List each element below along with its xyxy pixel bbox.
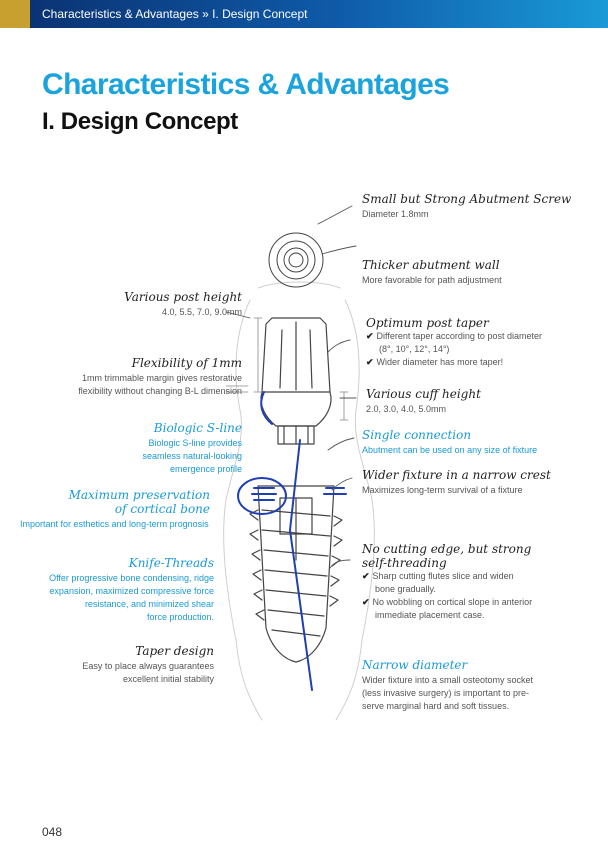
callout-heading-line2: of cortical bone: [114, 502, 210, 516]
callout-narrow-crest: Wider fixture in a narrow crest Maximize…: [362, 468, 551, 497]
check-item: ✔Wider diameter has more taper!: [366, 357, 504, 367]
blue-highlights: [237, 391, 347, 691]
check-item-cont: (8°, 10°, 12°, 14°): [379, 344, 450, 354]
callout-single-connection: Single connection Abutment can be used o…: [362, 428, 537, 457]
callout-desc: Wider fixture into a small osteotomy soc…: [362, 675, 534, 711]
callout-heading: Various cuff height: [366, 387, 481, 401]
callout-heading: Wider fixture in a narrow crest: [362, 468, 551, 482]
callout-desc: Easy to place always guarantees excellen…: [82, 661, 214, 684]
page-subtitle: I. Design Concept: [42, 108, 238, 135]
callout-heading-line2: self-threading: [362, 556, 447, 570]
check-item: ✔No wobbling on cortical slope in anteri…: [362, 597, 533, 607]
callout-abutment-screw: Small but Strong Abutment Screw Diameter…: [362, 192, 571, 221]
callout-heading: Various post height: [124, 290, 242, 304]
callout-desc: Offer progressive bone condensing, ridge…: [49, 573, 214, 622]
check-icon: ✔: [362, 597, 370, 607]
callout-heading: Optimum post taper: [366, 316, 489, 330]
check-icon: ✔: [362, 571, 370, 581]
callout-desc: Biologic S-line provides seamless natura…: [142, 438, 242, 474]
callout-s-line: Biologic S-line Biologic S-line provides…: [142, 421, 242, 476]
callout-cutting-edge: No cutting edge, but strong self-threadi…: [362, 542, 532, 622]
screw-top-view: [268, 232, 324, 288]
bone-outline: [223, 281, 375, 721]
check-item-cont: immediate placement case.: [375, 610, 485, 620]
check-item-cont: bone gradually.: [375, 584, 436, 594]
callout-heading-line1: Maximum preservation: [68, 488, 210, 502]
callout-heading: Single connection: [362, 428, 472, 442]
callout-heading: Thicker abutment wall: [362, 258, 500, 272]
callout-heading: Taper design: [135, 644, 214, 658]
callout-desc: Maximizes long-term survival of a fixtur…: [362, 485, 523, 495]
breadcrumb: Characteristics & Advantages » I. Design…: [42, 7, 308, 21]
dimension-lines: [225, 317, 349, 421]
header-gold-tab: [0, 0, 30, 28]
callout-post-taper: Optimum post taper ✔Different taper acco…: [366, 316, 542, 369]
callout-heading: Flexibility of 1mm: [131, 356, 242, 370]
page-number: 048: [42, 825, 63, 839]
callout-narrow-diameter: Narrow diameter Wider fixture into a sma…: [362, 658, 533, 713]
callout-desc: 4.0, 5.5, 7.0, 9.0mm: [161, 307, 242, 317]
callout-heading: Narrow diameter: [362, 658, 468, 672]
callout-cortical-bone: Maximum preservation of cortical bone: [69, 488, 210, 516]
callout-desc: 2.0, 3.0, 4.0, 5.0mm: [366, 404, 447, 414]
check-icon: ✔: [366, 331, 374, 341]
callout-desc: 1mm trimmable margin gives restorative f…: [78, 373, 242, 396]
callout-cuff-height: Various cuff height 2.0, 3.0, 4.0, 5.0mm: [366, 387, 481, 416]
callout-desc: Diameter 1.8mm: [362, 209, 429, 219]
callout-desc: Abutment can be used on any size of fixt…: [362, 445, 538, 455]
check-item: ✔Sharp cutting flutes slice and widen: [362, 571, 514, 581]
abutment-post: [261, 317, 331, 393]
header-bar: Characteristics & Advantages » I. Design…: [0, 0, 608, 28]
check-icon: ✔: [366, 357, 374, 367]
callout-post-height: Various post height 4.0, 5.5, 7.0, 9.0mm: [124, 290, 242, 319]
callout-knife-threads: Knife-Threads Offer progressive bone con…: [49, 556, 214, 624]
abutment-cuff: [260, 391, 332, 445]
callout-heading: Small but Strong Abutment Screw: [362, 192, 572, 206]
callout-flexibility: Flexibility of 1mm 1mm trimmable margin …: [78, 356, 242, 398]
check-item: ✔Different taper according to post diame…: [366, 331, 542, 341]
callout-desc: Important for esthetics and long-term pr…: [20, 519, 209, 529]
page-title: Characteristics & Advantages: [42, 68, 450, 101]
callout-heading: Biologic S-line: [153, 421, 242, 435]
callout-heading: Knife-Threads: [128, 556, 214, 570]
callout-heading-line1: No cutting edge, but strong: [362, 542, 532, 556]
callout-cortical-bone-desc: Important for esthetics and long-term pr…: [20, 516, 209, 531]
callout-taper-design: Taper design Easy to place always guaran…: [82, 644, 214, 686]
pointer-arrows: [225, 205, 357, 569]
callout-abutment-wall: Thicker abutment wall More favorable for…: [362, 258, 502, 287]
callout-desc: More favorable for path adjustment: [362, 275, 502, 285]
